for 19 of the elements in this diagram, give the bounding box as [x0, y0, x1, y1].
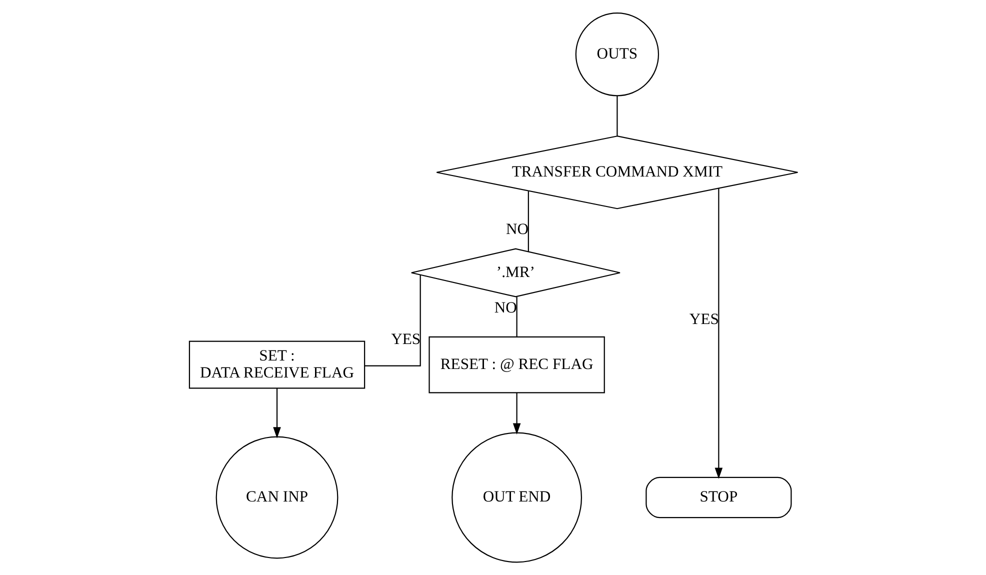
node-diamond: ’.MR’ [410, 248, 620, 298]
arrow [512, 392, 520, 434]
connector [527, 191, 528, 252]
node-box: RESET : @ REC FLAG [428, 336, 604, 394]
node-circle: CAN INP [215, 436, 338, 559]
edge-label: NO [506, 220, 528, 238]
edge-label: NO [494, 300, 516, 317]
node-circle: OUTS [574, 12, 659, 96]
connector [516, 296, 517, 337]
edge-label: YES [688, 311, 718, 328]
arrow [272, 388, 280, 438]
node-circle: OUT END [451, 432, 582, 563]
connector [616, 96, 618, 136]
connector [364, 275, 420, 366]
node-box: SET : DATA RECEIVE FLAG [188, 340, 365, 389]
node-diamond: TRANSFER COMMAND XMIT [436, 136, 798, 210]
edge-label: YES [390, 330, 420, 348]
arrow [714, 188, 722, 479]
node-box: STOP [645, 476, 792, 518]
